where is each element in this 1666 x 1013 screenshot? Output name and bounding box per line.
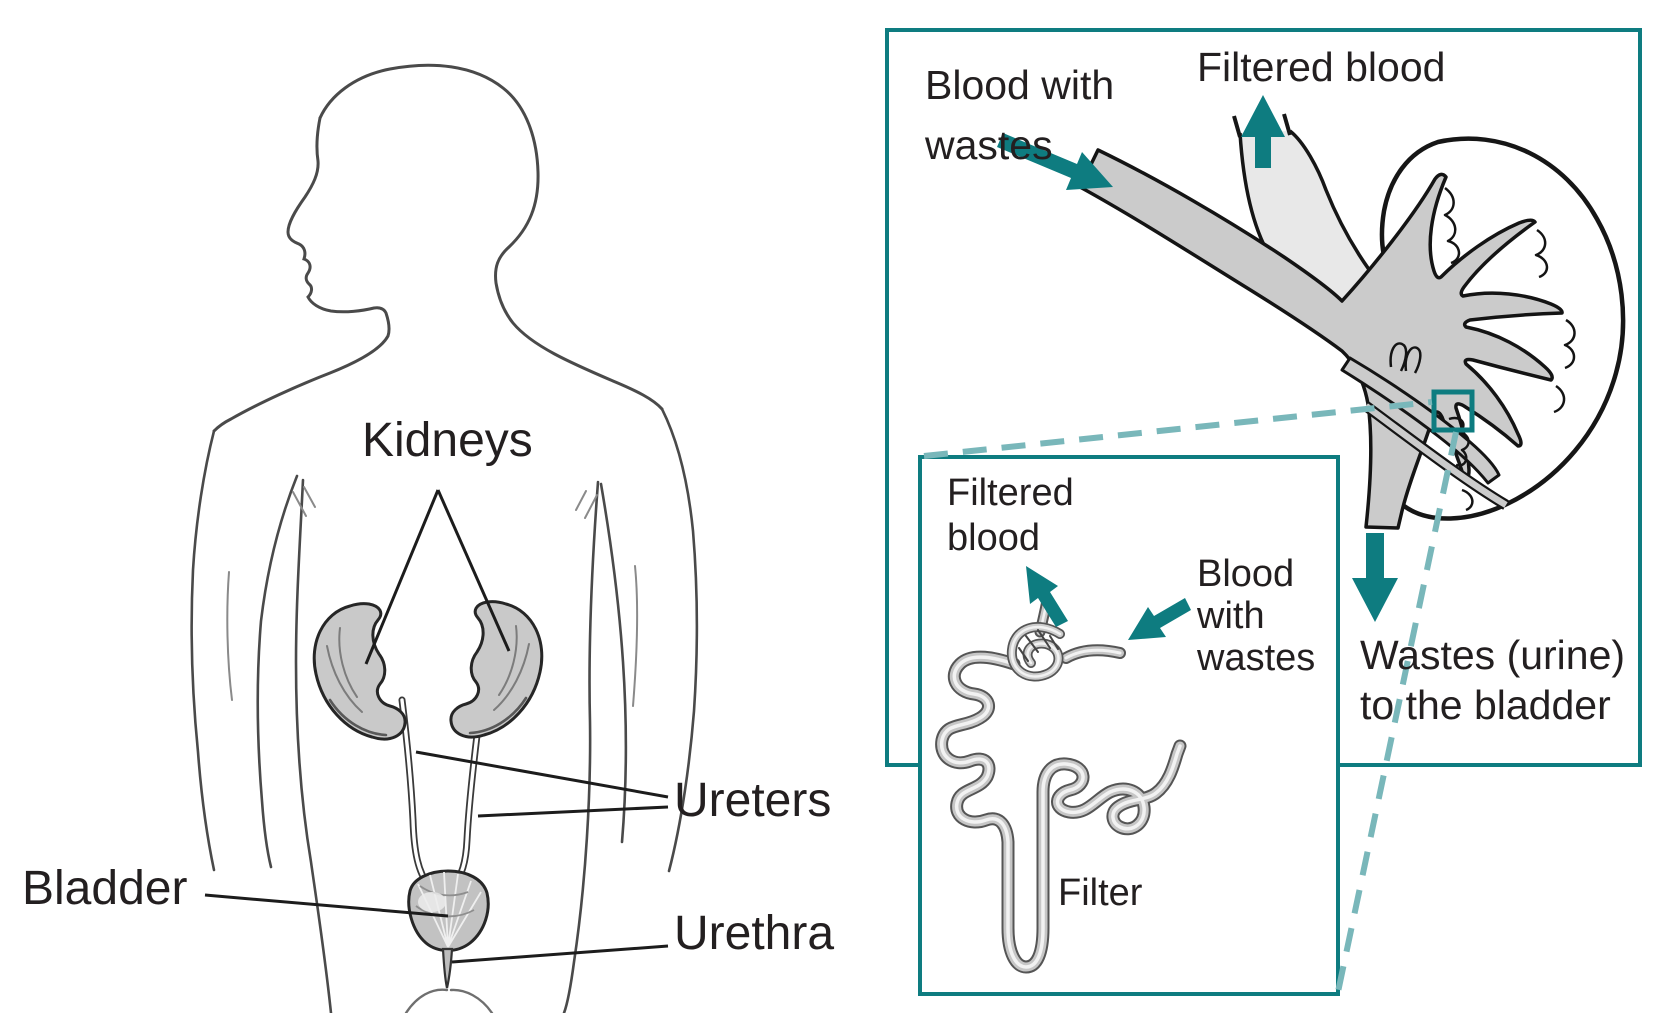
groin-line-left	[404, 988, 449, 1013]
groin-line-right	[449, 988, 494, 1013]
renal-artery-branches	[1078, 148, 1564, 530]
right-kidney-shadow	[468, 696, 528, 735]
filter-inset-box	[918, 455, 1340, 996]
bladder-leader	[204, 893, 449, 918]
left-arm-outer-path	[190, 429, 216, 872]
forearm-line-left	[226, 571, 233, 701]
body-kidneys	[312, 600, 544, 741]
dashed-connector-upper	[923, 399, 1433, 459]
left-arm-inner-path	[256, 474, 299, 869]
urethra-leader	[451, 944, 669, 964]
inset-blood-in-arrow-icon	[1128, 598, 1191, 640]
renal-vein-fill	[1240, 131, 1400, 318]
bladder-highlight	[418, 892, 446, 912]
bladder-label: Bladder	[22, 862, 188, 915]
glomerulus-hatch	[1018, 629, 1059, 662]
wastes-urine-line2: to the bladder	[1360, 682, 1611, 728]
inset-bww-line3: wastes	[1197, 637, 1316, 679]
right-kidney-shape	[449, 600, 544, 739]
filter-label: Filter	[1058, 872, 1143, 914]
inset-filtered-arrow-icon	[1026, 566, 1068, 627]
blood-in-arrow-icon	[997, 133, 1113, 190]
kidneys-label: Kidneys	[362, 414, 533, 467]
right-arm-inner-path	[599, 482, 628, 844]
kidneys-leader-left	[364, 489, 440, 665]
armpit-hatch-left	[292, 486, 316, 517]
renal-vein-opening-ticks	[1232, 113, 1292, 138]
inset-filtered-line1: Filtered	[947, 472, 1074, 514]
torso-left-path	[294, 478, 333, 1013]
blood-with-wastes-line1: Blood with	[925, 62, 1115, 108]
zoom-dashed-connectors	[923, 399, 1459, 993]
ureters-leader-upper	[415, 750, 669, 799]
head-profile-face-path	[212, 116, 391, 433]
inset-filtered-blood-label: Filtered blood	[947, 471, 1074, 561]
left-kidney-shape	[312, 602, 407, 741]
inset-filtered-line2: blood	[947, 517, 1040, 559]
right-kidney-hatch	[493, 625, 530, 711]
front-branch-tube-light	[1364, 403, 1508, 508]
urethra-label: Urethra	[674, 907, 835, 960]
hilum-squiggles	[1389, 342, 1422, 374]
dashed-connector-lower	[1335, 431, 1459, 993]
zoom-square-marker	[1431, 389, 1475, 433]
right-arm-outer-path	[660, 407, 699, 873]
leader-lines	[204, 489, 669, 964]
kidney-diagram	[997, 95, 1626, 622]
left-ureter-lumen	[400, 698, 431, 888]
inset-bww-line1: Blood	[1197, 553, 1295, 595]
left-kidney-shadow	[328, 698, 388, 737]
filtered-out-arrow-icon	[1241, 95, 1285, 168]
head-profile-back-path	[318, 63, 664, 411]
nephron-glomerulus	[1012, 627, 1060, 676]
blood-with-wastes-label: Blood with wastes	[925, 55, 1114, 175]
inset-blood-with-wastes-label: Blood with wastes	[1197, 553, 1315, 679]
forearm-line-right	[632, 565, 639, 707]
filtered-blood-label: Filtered blood	[1197, 44, 1446, 90]
kidneys-leader-right	[436, 489, 511, 652]
body-bladder	[407, 869, 490, 989]
body-figure	[190, 63, 699, 1013]
ureters-leader-lower	[477, 805, 669, 818]
nephron-diagram	[942, 566, 1191, 967]
inset-bww-line2: with	[1197, 595, 1265, 637]
ureters-label: Ureters	[674, 774, 832, 827]
blood-with-wastes-line2: wastes	[925, 122, 1053, 168]
left-kidney-hatch	[326, 627, 363, 713]
urethra-shape	[441, 947, 454, 989]
urine-down-arrow-icon	[1352, 533, 1398, 622]
wastes-urine-label: Wastes (urine) to the bladder	[1360, 630, 1625, 730]
calyces-squiggles	[1443, 187, 1576, 512]
wastes-urine-line1: Wastes (urine)	[1360, 632, 1626, 678]
armpit-hatch-right	[575, 490, 598, 519]
torso-right-path	[562, 480, 600, 1013]
